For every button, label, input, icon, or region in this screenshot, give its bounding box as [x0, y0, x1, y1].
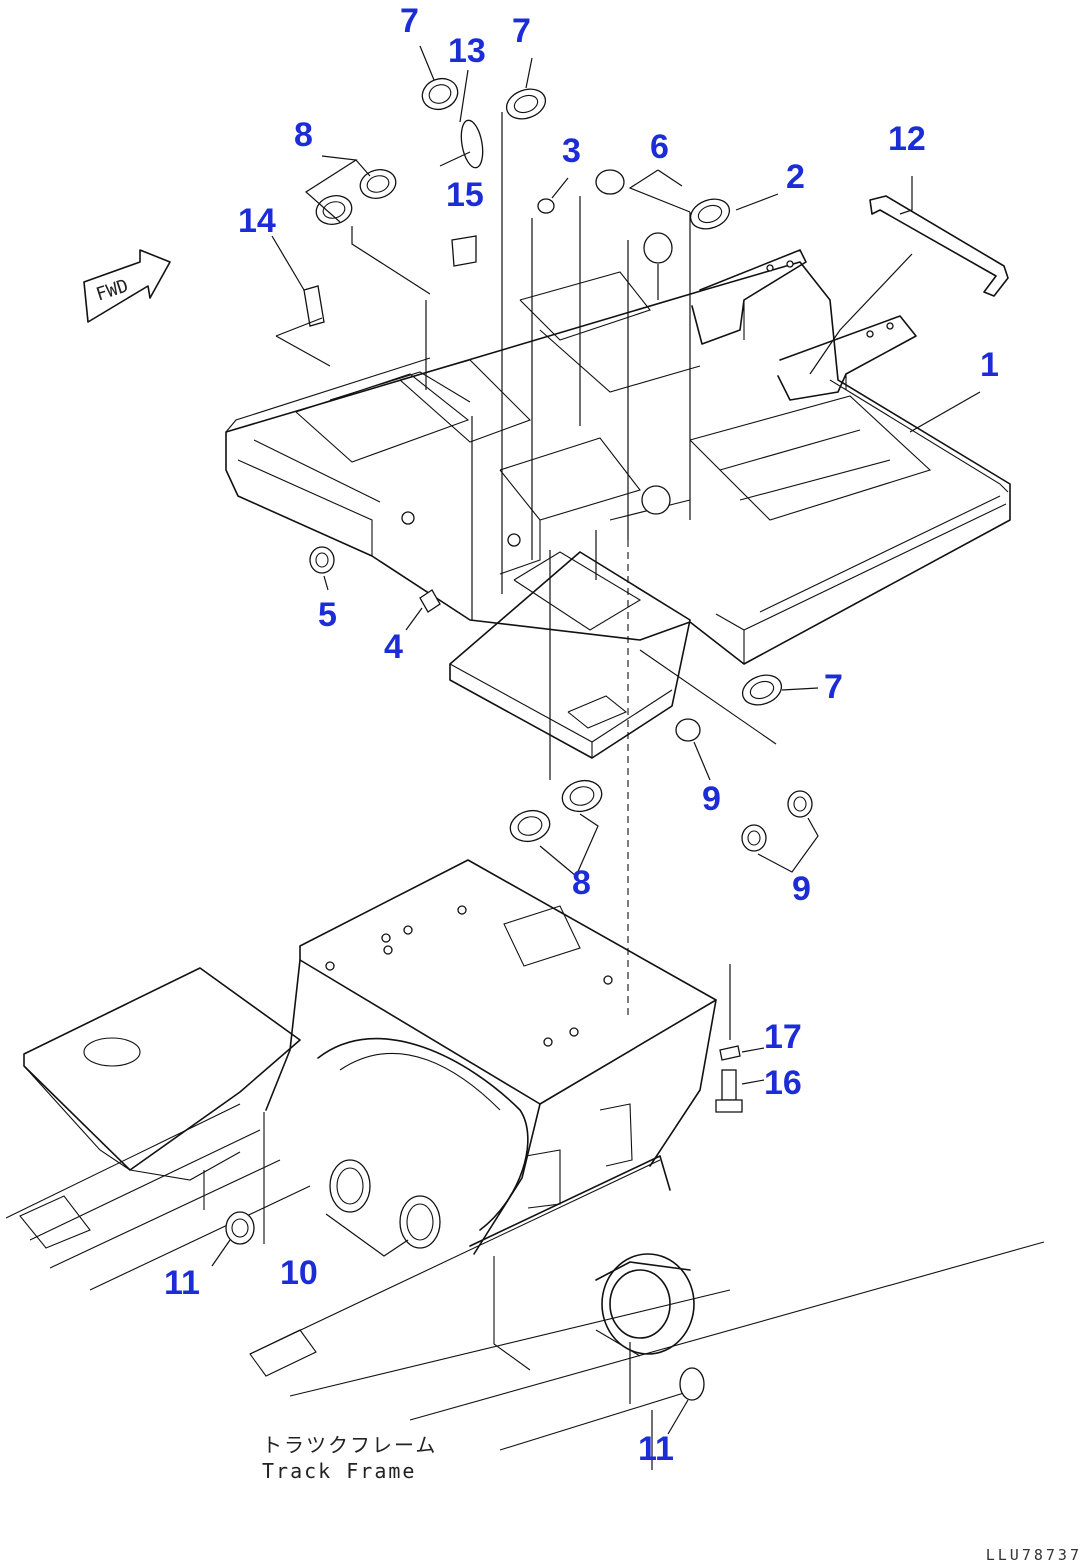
washer-17	[719, 1045, 741, 1061]
cover-7-top-right	[505, 88, 547, 120]
callout-14: 14	[238, 202, 276, 240]
callout-9-single: 9	[702, 780, 721, 818]
revolving-frame	[225, 249, 1011, 665]
hole-covers	[225, 77, 1009, 1401]
forward-arrow-icon	[83, 249, 171, 323]
plug-9-pair-a	[741, 824, 767, 852]
plug-9-pair-b	[787, 790, 813, 818]
plug-4	[419, 589, 441, 613]
callout-3: 3	[562, 132, 581, 170]
cover-10-a	[329, 1159, 371, 1213]
leader-lines	[211, 45, 981, 1435]
callout-16: 16	[764, 1064, 802, 1102]
track-frame	[5, 859, 1045, 1451]
callout-5: 5	[318, 596, 337, 634]
cover-2	[689, 198, 731, 230]
plug-13	[460, 119, 484, 169]
cover-8-lower-b	[561, 779, 603, 813]
cover-10-b	[399, 1195, 441, 1249]
callout-8-lower: 8	[572, 864, 591, 902]
cover-7-right	[741, 674, 783, 706]
callout-7-right: 7	[824, 668, 843, 706]
callout-7-top-left: 7	[400, 2, 419, 40]
callout-11-left: 11	[164, 1264, 200, 1302]
callout-12: 12	[888, 120, 926, 158]
callout-15: 15	[446, 176, 484, 214]
cover-8-top-a	[315, 195, 353, 225]
callout-8-top: 8	[294, 116, 313, 154]
cover-6-b	[643, 232, 673, 264]
callout-13: 13	[448, 32, 486, 70]
callout-17: 17	[764, 1018, 802, 1056]
callout-9-pair: 9	[792, 870, 811, 908]
bolt-16	[715, 1069, 743, 1113]
cover-8-lower-a	[509, 809, 551, 843]
plug-5	[309, 546, 335, 574]
cover-6-a	[595, 169, 625, 195]
plug-11-bottom	[679, 1367, 705, 1401]
pad-15	[451, 235, 477, 267]
plug-9-single	[675, 718, 701, 742]
caption-japanese: トラツクフレーム	[262, 1433, 438, 1457]
caption-english: Track Frame	[262, 1459, 417, 1483]
plug-3	[537, 198, 555, 214]
callout-7-top-right: 7	[512, 12, 531, 50]
callout-4: 4	[384, 628, 403, 666]
frame-bottom-plate	[449, 551, 777, 759]
alignment-lines	[425, 112, 731, 1470]
callout-2: 2	[786, 158, 805, 196]
callout-1: 1	[980, 346, 999, 384]
cover-7-top-left	[421, 77, 459, 111]
drawing-code: LLU78737	[985, 1546, 1082, 1564]
plug-11-left	[225, 1211, 255, 1245]
strip-12	[869, 195, 1009, 297]
cover-8-top-b	[359, 169, 397, 199]
bracket-14	[303, 285, 325, 327]
callout-10: 10	[280, 1254, 318, 1292]
callout-6: 6	[650, 128, 669, 166]
callout-11-bottom: 11	[638, 1430, 674, 1468]
